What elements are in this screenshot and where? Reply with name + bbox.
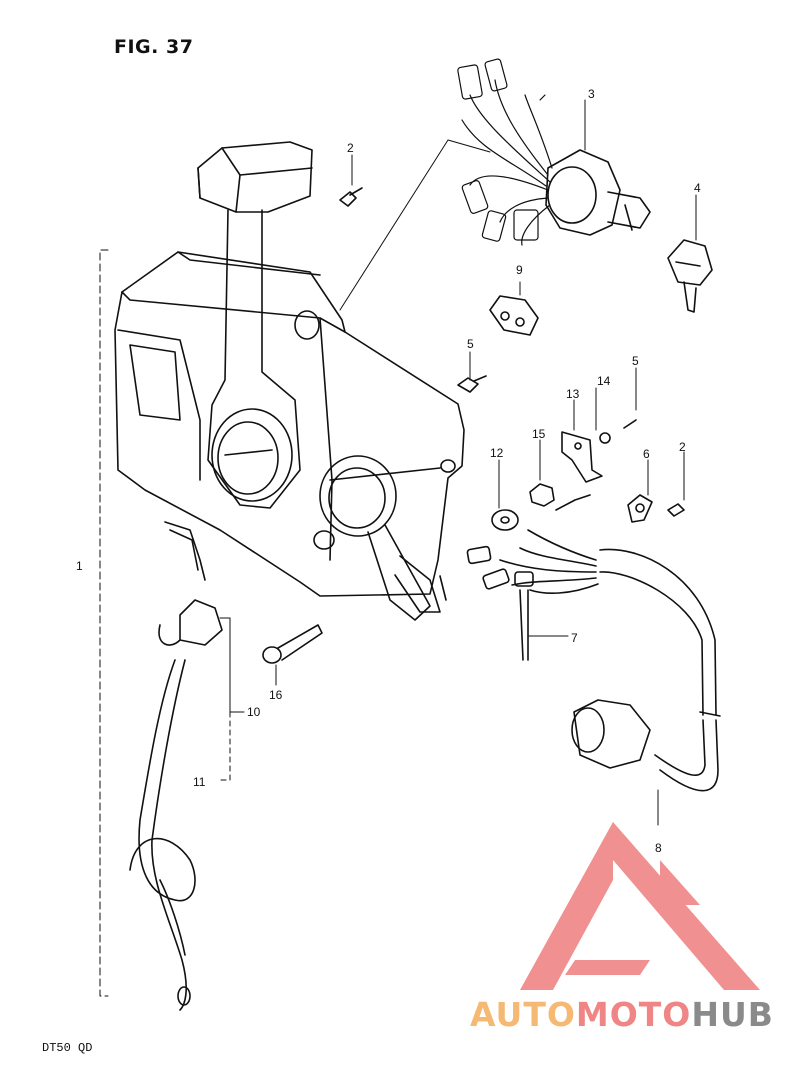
remote-control-box	[115, 252, 464, 612]
callout-8: 8	[655, 841, 662, 855]
watermark-text: AUTOMOTOHUB	[470, 995, 774, 1034]
callout-12: 12	[490, 446, 504, 460]
wire-harness	[467, 495, 720, 791]
callout-4: 4	[694, 181, 701, 195]
screws	[340, 188, 684, 516]
ignition-wiring	[457, 58, 552, 245]
callout-10: 10	[247, 705, 261, 719]
key	[668, 240, 712, 312]
watermark-part-hub: HUB	[691, 995, 774, 1034]
watermark-logo	[520, 822, 760, 990]
ignition-switch	[546, 150, 650, 235]
bolt	[263, 625, 322, 663]
callout-9: 9	[516, 263, 523, 277]
control-lever	[198, 142, 312, 508]
gasket	[490, 296, 538, 335]
callout-2: 2	[347, 141, 354, 155]
callout-6: 6	[643, 447, 650, 461]
watermark-part-auto: AUTO	[470, 995, 576, 1034]
callout-11: 11	[193, 775, 206, 789]
callout-5: 5	[632, 354, 639, 368]
callout-14: 14	[597, 374, 611, 388]
callout-5: 5	[467, 337, 474, 351]
throttle-knob	[320, 456, 430, 620]
model-code: DT50 QD	[42, 1041, 93, 1055]
callout-13: 13	[566, 387, 580, 401]
small-hardware	[492, 484, 652, 530]
callout-1: 1	[76, 559, 83, 573]
watermark-part-moto: MOTO	[575, 995, 692, 1034]
callout-15: 15	[532, 427, 546, 441]
leader-lines	[100, 100, 696, 996]
bracket	[562, 432, 610, 482]
callout-16: 16	[269, 688, 283, 702]
kill-switch-cable	[130, 522, 222, 1010]
callout-7: 7	[571, 631, 578, 645]
figure-title: FIG. 37	[114, 36, 194, 58]
callout-3: 3	[588, 87, 595, 101]
callout-2: 2	[679, 440, 686, 454]
